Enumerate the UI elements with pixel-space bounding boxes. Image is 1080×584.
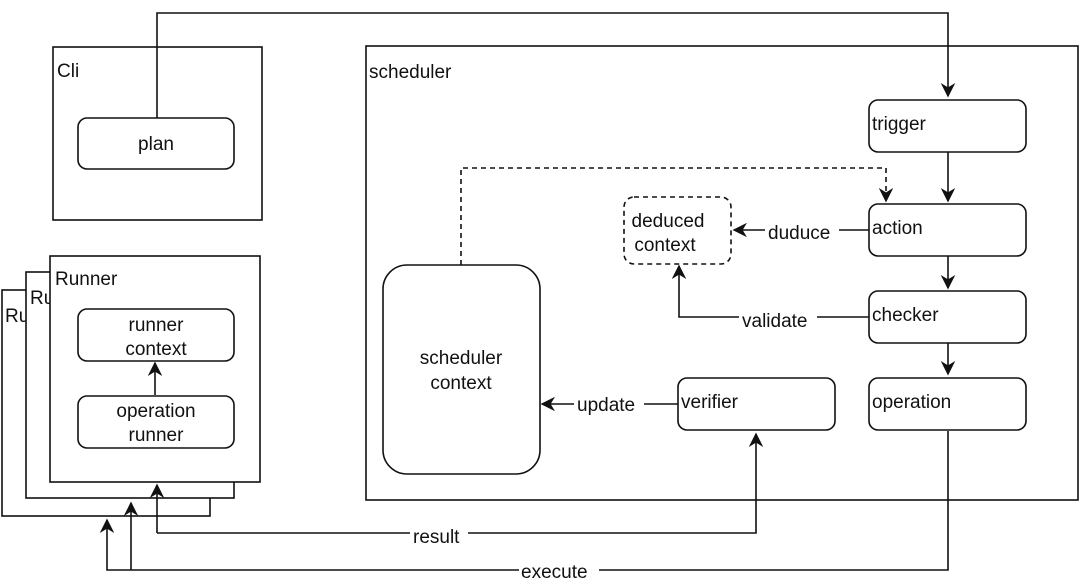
operation-runner-label-1: operation (116, 401, 195, 422)
runner-context-label-1: runner (129, 315, 185, 336)
result-label-bg (410, 524, 468, 546)
trigger-label: trigger (872, 114, 927, 135)
runner-group-label: Runner (55, 269, 118, 290)
validate-label: validate (742, 311, 808, 332)
deduced-context-label-2: context (634, 235, 696, 256)
result-label: result (413, 527, 460, 548)
scheduler-context-node (382, 264, 541, 475)
operation-runner-label-2: runner (129, 425, 185, 446)
update-label: update (577, 395, 635, 416)
execute-label-bg (519, 562, 599, 584)
execute-label: execute (521, 562, 588, 583)
update-label-bg (574, 395, 644, 417)
scheduler-context-label-1: scheduler (420, 348, 503, 369)
runner-context-node (77, 308, 235, 362)
action-label: action (872, 218, 923, 239)
deduced-context-label-1: deduced (632, 211, 705, 232)
runner-group-back-2-label: Ru (5, 306, 29, 327)
edge-result-to-verifier (157, 432, 764, 534)
checker-node (868, 290, 1027, 344)
scheduler-context-label-2: context (430, 373, 492, 394)
verifier-node (677, 377, 836, 431)
action-node (868, 203, 1027, 257)
runner-group-back-1-label: Ru (30, 288, 54, 309)
duduce-label: duduce (768, 223, 830, 244)
scheduler-group-label: scheduler (369, 62, 452, 83)
trigger-node (868, 99, 1027, 153)
edge-plan-to-trigger (156, 12, 956, 118)
operation-runner-node (77, 395, 235, 449)
verifier-label: verifier (681, 392, 739, 413)
operation-node (868, 377, 1027, 431)
checker-label: checker (872, 305, 939, 326)
validate-label-bg (739, 308, 817, 330)
plan-node (77, 117, 235, 170)
duduce-label-bg (765, 221, 839, 243)
plan-label: plan (138, 134, 174, 155)
cli-group-label: Cli (57, 61, 79, 82)
runner-context-label-2: context (125, 339, 187, 360)
operation-label: operation (872, 392, 951, 413)
deduced-context-node (623, 196, 732, 265)
edge-scheduler-context-to-action (460, 167, 894, 265)
